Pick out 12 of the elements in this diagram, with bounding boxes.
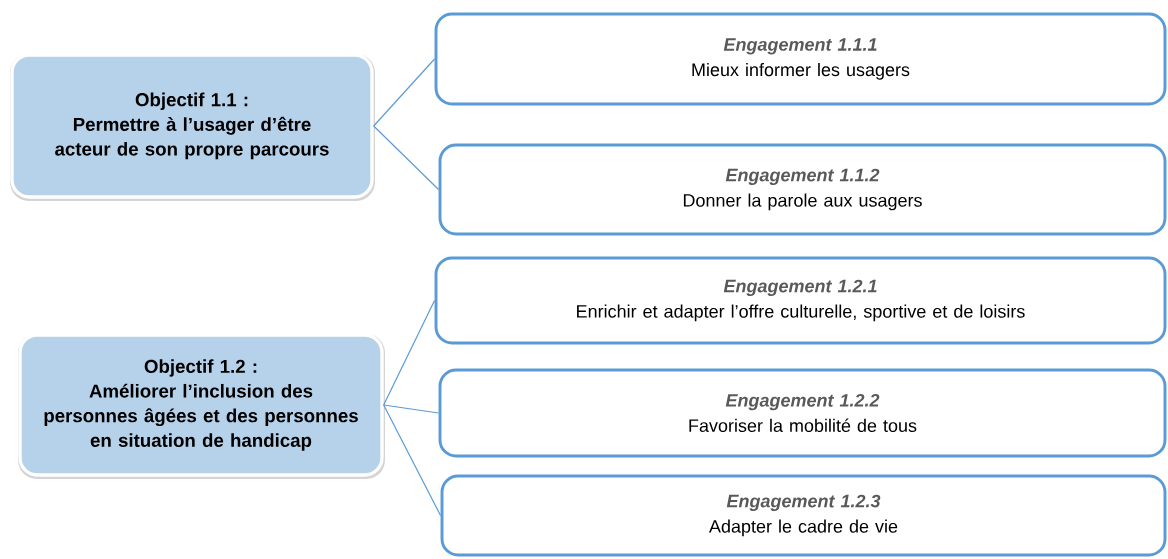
connector-line (373, 58, 436, 127)
connector-line (383, 404, 440, 414)
connector-line (383, 299, 436, 406)
commitment-box: Engagement 1.1.2 Donner la parole aux usagers (438, 143, 1167, 236)
connector-line (373, 125, 440, 191)
connector-line (383, 404, 442, 517)
commitment-box: Engagement 1.2.2 Favoriser la mobilité de tous (438, 368, 1167, 458)
objective-box: Objectif 1.1 : Permettre à l’usager d’être acteur de son propre parcours (10, 53, 375, 201)
objective-box: Objectif 1.2 : Améliorer l’inclusion des personnes âgées et des personnes en situation de handicap (18, 333, 385, 479)
commitment-box: Engagement 1.1.1 Mieux informer les usagers (434, 12, 1167, 106)
commitment-box: Engagement 1.2.3 Adapter le cadre de vie (440, 474, 1167, 557)
commitment-box: Engagement 1.2.1 Enrichir et adapter l’offre culturelle, sportive et de loisirs (434, 256, 1167, 345)
